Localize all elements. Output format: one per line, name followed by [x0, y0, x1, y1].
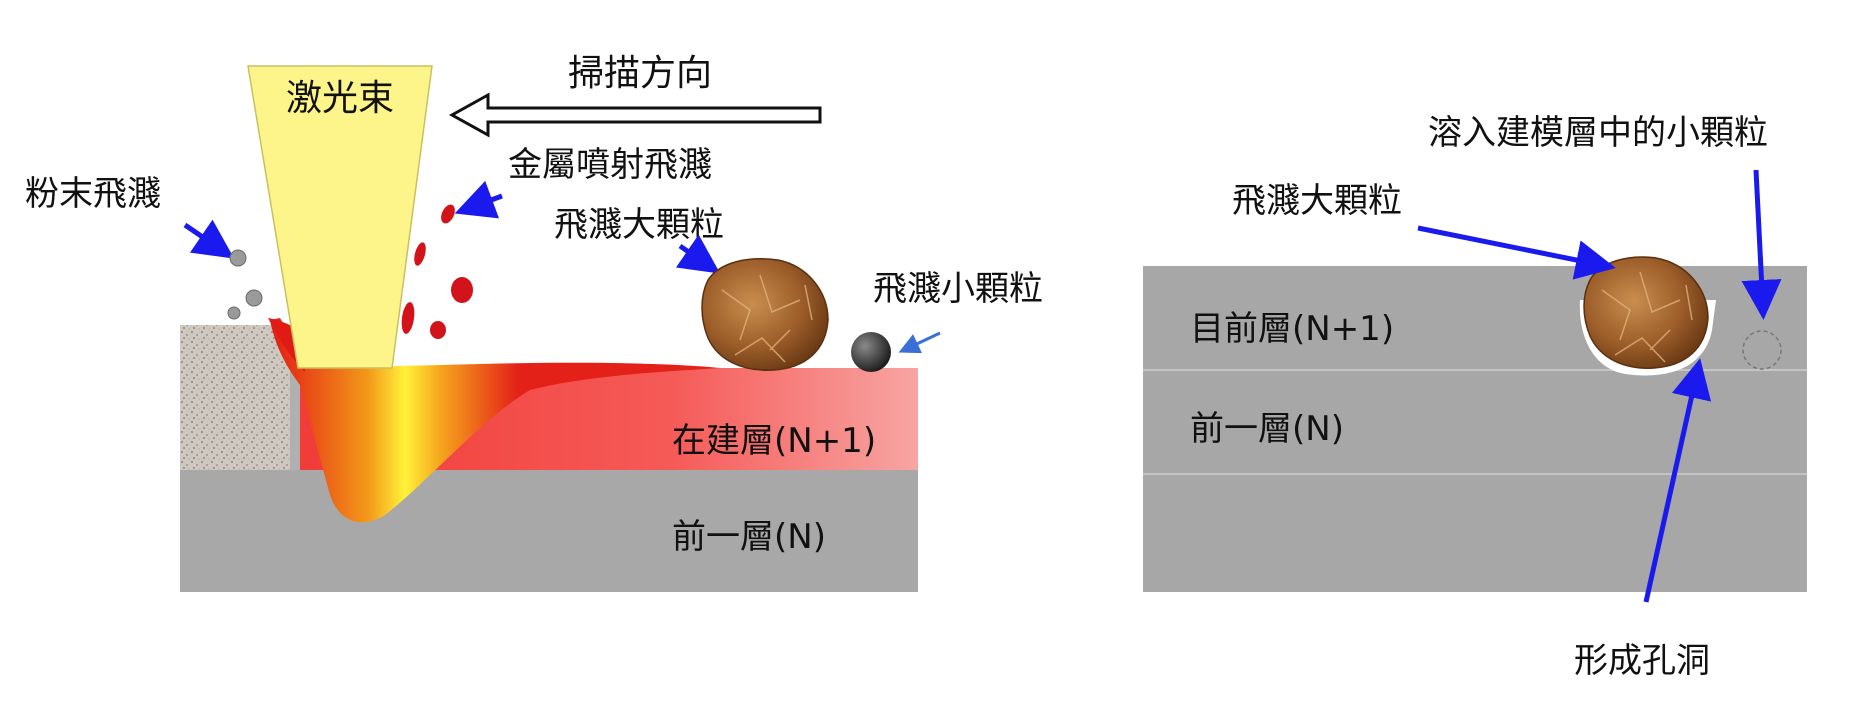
large-spatter-particle-right — [1583, 256, 1709, 369]
metal-jet-spatter-label: 金屬噴射飛濺 — [508, 145, 712, 185]
large-spatter-particle — [701, 258, 829, 371]
fused-small-particle-label: 溶入建模層中的小顆粒 — [1428, 113, 1768, 153]
current-layer-label: 目前層(N+1) — [1190, 309, 1394, 349]
large-spatter-label: 飛濺大顆粒 — [554, 205, 724, 245]
pore-label: 形成孔洞 — [1574, 641, 1710, 681]
powder-particle — [227, 306, 241, 320]
melt-pool — [270, 318, 720, 523]
previous-layer — [180, 470, 918, 592]
large-spatter-arrow-right — [1417, 225, 1616, 280]
scan-direction-arrow — [448, 92, 822, 138]
small-spatter-label: 飛濺小顆粒 — [873, 269, 1043, 309]
metal-droplet — [441, 204, 455, 224]
pore-arrow — [1643, 358, 1712, 603]
laser-beam — [247, 65, 433, 369]
scan-direction-label: 掃描方向 — [568, 53, 712, 94]
large-spatter-texture — [721, 274, 813, 363]
previous-layer-label: 前一層(N) — [672, 517, 826, 557]
large-spatter-label-right: 飛濺大顆粒 — [1232, 181, 1402, 221]
powder-spatter-arrow — [183, 219, 235, 259]
metal-droplet — [414, 242, 426, 266]
small-spatter-particle — [851, 332, 891, 372]
lower-layer-right — [1143, 475, 1807, 592]
metal-droplet — [401, 302, 415, 334]
laser-beam-label: 激光束 — [286, 78, 394, 119]
building-layer-label: 在建層(N+1) — [672, 421, 876, 461]
metal-droplet — [430, 321, 446, 339]
metal-droplet — [451, 277, 473, 303]
large-spatter-arrow — [675, 234, 721, 274]
powder-particle — [229, 249, 247, 267]
powder-particle — [245, 289, 263, 307]
small-spatter-arrow — [898, 331, 941, 354]
fused-small-particle-arrow — [1741, 169, 1782, 320]
powder-spatter-label: 粉末飛濺 — [25, 174, 161, 214]
previous-layer-label-right: 前一層(N) — [1190, 409, 1344, 449]
metal-jet-spatter-arrow — [454, 180, 503, 219]
powder-bed — [180, 325, 290, 470]
large-spatter-texture-right — [1601, 271, 1693, 363]
fused-small-particle — [1742, 330, 1782, 370]
